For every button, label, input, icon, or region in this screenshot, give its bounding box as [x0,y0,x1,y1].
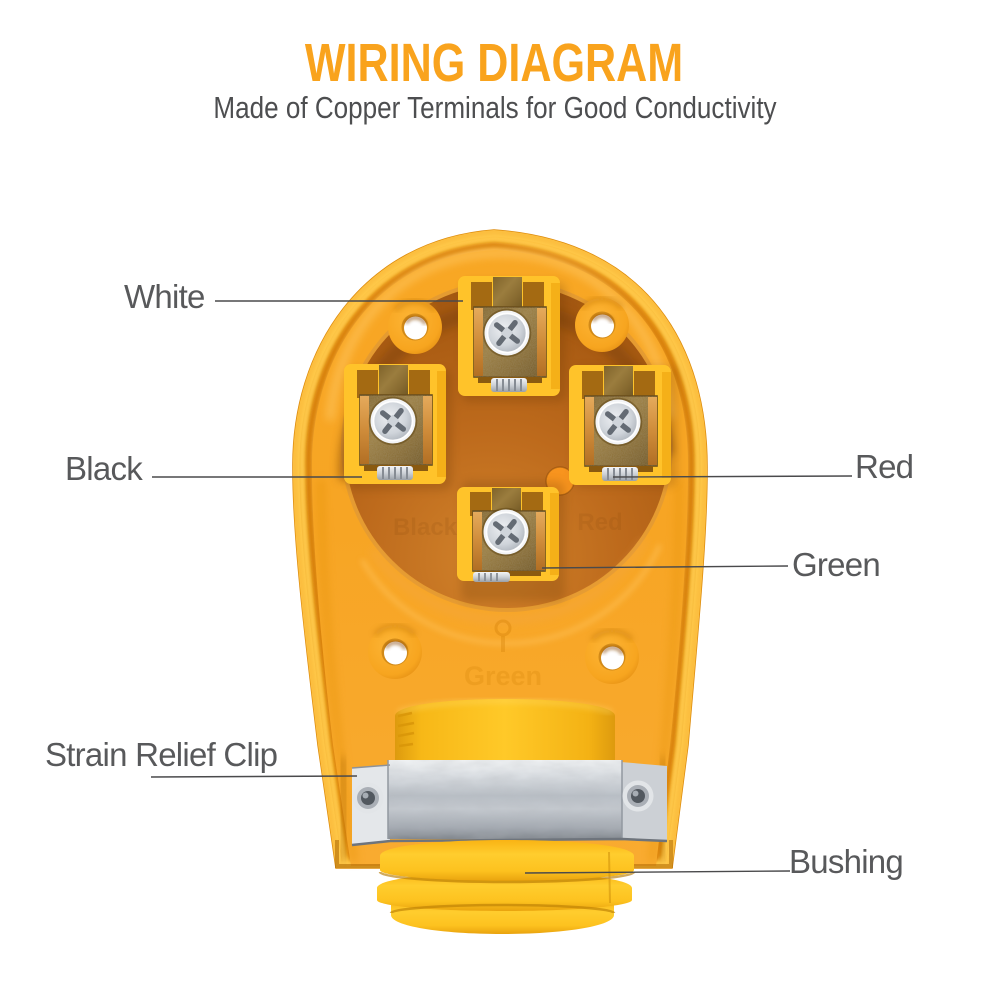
svg-text:Green: Green [464,661,542,691]
svg-text:Red: Red [577,509,622,536]
svg-text:Black: Black [393,514,458,541]
